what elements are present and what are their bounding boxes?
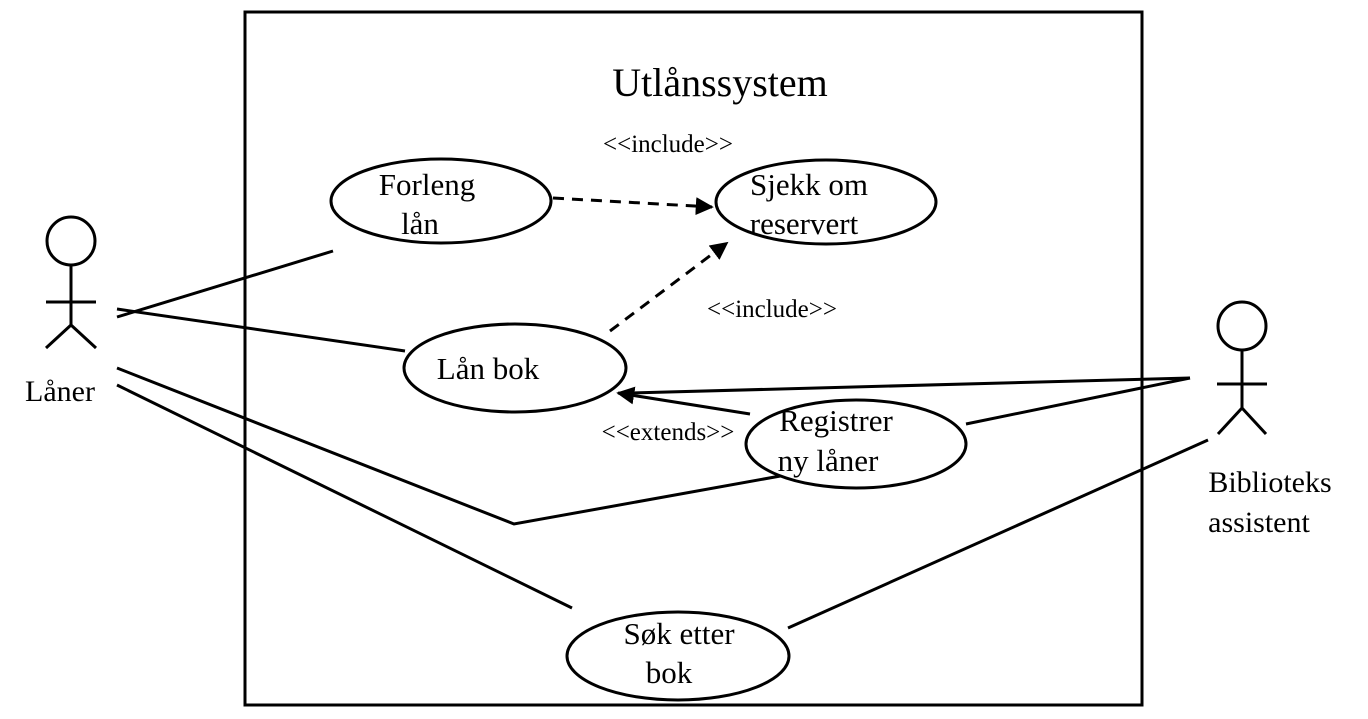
use-case-check-reserved: Sjekk om reservert: [714, 158, 938, 246]
actor-borrower-right-leg: [69, 323, 98, 350]
actor-borrower-left-leg: [44, 323, 73, 350]
use-case-check-reserved-line2: reservert: [750, 206, 859, 241]
use-case-check-reserved-line1: Sjekk om: [750, 167, 868, 202]
dependencies: [552, 196, 751, 416]
actor-borrower-head: [45, 215, 97, 267]
actor-librarian-label-line2: assistent: [1208, 506, 1310, 539]
include-arrow-top: [552, 196, 714, 216]
use-case-extend-loan-line2: lån: [401, 206, 439, 241]
extends-label: <<extends>>: [602, 419, 735, 446]
assoc-librarian-search-book: [787, 438, 1209, 630]
actor-borrower: Låner: [25, 215, 98, 408]
use-case-borrow-book: Lån bok: [402, 322, 628, 414]
use-case-search-book-line2: bok: [646, 655, 693, 690]
assoc-librarian-register-borrower: [965, 376, 1191, 426]
use-case-extend-loan-shape: [329, 157, 553, 245]
include-label-mid: <<include>>: [707, 296, 837, 323]
system-boundary: [243, 10, 1144, 707]
use-case-borrow-book-line1: Lån bok: [437, 351, 540, 386]
include-label-top: <<include>>: [603, 131, 733, 158]
actor-librarian: Biblioteks assistent: [1208, 300, 1332, 539]
use-case-check-reserved-shape: [714, 158, 938, 246]
assoc-librarian-borrow-book: [629, 376, 1191, 395]
include-arrow-mid: [609, 241, 729, 333]
actor-librarian-right-leg: [1240, 406, 1268, 436]
use-case-register-borrower-line1: Registrer: [779, 403, 893, 438]
use-case-search-book-shape: [565, 610, 791, 702]
use-case-extend-loan-line1: Forleng: [379, 167, 475, 202]
use-case-search-book-line1: Søk etter: [623, 616, 735, 651]
actor-borrower-label: Låner: [25, 375, 95, 408]
use-case-register-borrower-line2: ny låner: [778, 443, 879, 478]
assoc-borrower-borrow-book: [116, 307, 406, 353]
actor-librarian-left-leg: [1216, 406, 1244, 436]
actor-librarian-head: [1216, 300, 1268, 352]
extends-arrow: [616, 386, 751, 416]
assoc-borrower-register-borrower: [116, 366, 787, 526]
use-case-extend-loan: Forleng lån: [329, 157, 553, 245]
system-title: Utlånssystem: [612, 60, 828, 105]
use-case-borrow-book-shape: [402, 322, 628, 414]
assoc-borrower-extend-loan: [116, 249, 334, 319]
use-case-register-borrower-shape: [744, 398, 968, 490]
actor-librarian-label-line1: Biblioteks: [1208, 466, 1331, 499]
assoc-borrower-search-book: [116, 383, 573, 610]
associations: [116, 249, 1209, 630]
use-case-search-book: Søk etter bok: [565, 610, 791, 702]
use-case-register-borrower: Registrer ny låner: [744, 398, 968, 490]
